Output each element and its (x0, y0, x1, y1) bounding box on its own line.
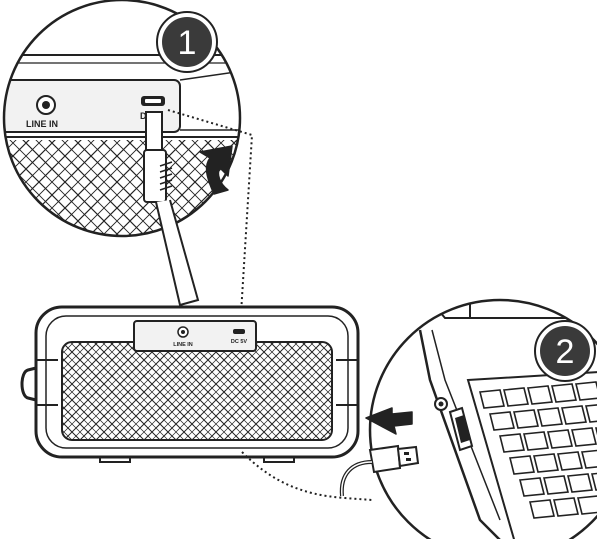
leader-dotted-line-2 (241, 451, 373, 501)
zoom-port-panel (4, 79, 181, 133)
keyboard-key (570, 427, 597, 447)
insert-arrow-icon (199, 145, 233, 195)
keyboard-key (546, 429, 574, 449)
step-badge-2: 2 (534, 320, 596, 382)
keyboard-key (560, 405, 588, 425)
line-in-label: LINE IN (173, 342, 193, 348)
keyboard-key (584, 403, 597, 423)
line-in-jack-icon (177, 326, 189, 338)
keyboard-key (576, 495, 597, 515)
keyboard-key (478, 389, 506, 409)
laptop-usb-port-icon (448, 406, 474, 452)
keyboard-key (590, 471, 597, 491)
keyboard-key (502, 387, 530, 407)
step-number-2: 2 (556, 333, 575, 371)
zoom-dc-port-icon (141, 96, 165, 106)
laptop-jack-icon (434, 397, 448, 411)
keyboard-key (552, 497, 580, 517)
keyboard-key (522, 431, 550, 451)
keyboard-key (518, 477, 546, 497)
zoom-line-in-label: LINE IN (26, 119, 58, 129)
zoom-cable (155, 199, 200, 307)
keyboard-key (566, 473, 594, 493)
keyboard-key (536, 407, 564, 427)
connect-arrow-icon (365, 407, 413, 435)
speaker-port-panel (133, 320, 257, 352)
zoom-circle-1: LINE IN DC 1 (2, 0, 242, 307)
zoom-usb-plug-icon (143, 111, 173, 203)
keyboard-key (532, 453, 560, 473)
keyboard-key (580, 449, 597, 469)
keyboard-key (498, 433, 526, 453)
zoom-line-in-jack-icon (36, 95, 56, 115)
usb-a-plug-icon (368, 444, 420, 474)
laptop-keyboard (478, 381, 597, 519)
keyboard-key (488, 411, 516, 431)
speaker: LINE IN DC 5V (20, 305, 360, 463)
keyboard-key (528, 499, 556, 519)
keyboard-key (556, 451, 584, 471)
step-number-1: 1 (178, 24, 197, 62)
keyboard-key (526, 385, 554, 405)
keyboard-key (508, 455, 536, 475)
keyboard-key (574, 381, 597, 401)
speaker-grill (61, 341, 333, 441)
usb-cable (339, 460, 373, 497)
step-badge-1: 1 (156, 11, 218, 73)
keyboard-key (512, 409, 540, 429)
dc-5v-label: DC 5V (231, 339, 248, 345)
keyboard-key (542, 475, 570, 495)
keyboard-key (550, 383, 578, 403)
dc-port-icon (233, 329, 245, 334)
